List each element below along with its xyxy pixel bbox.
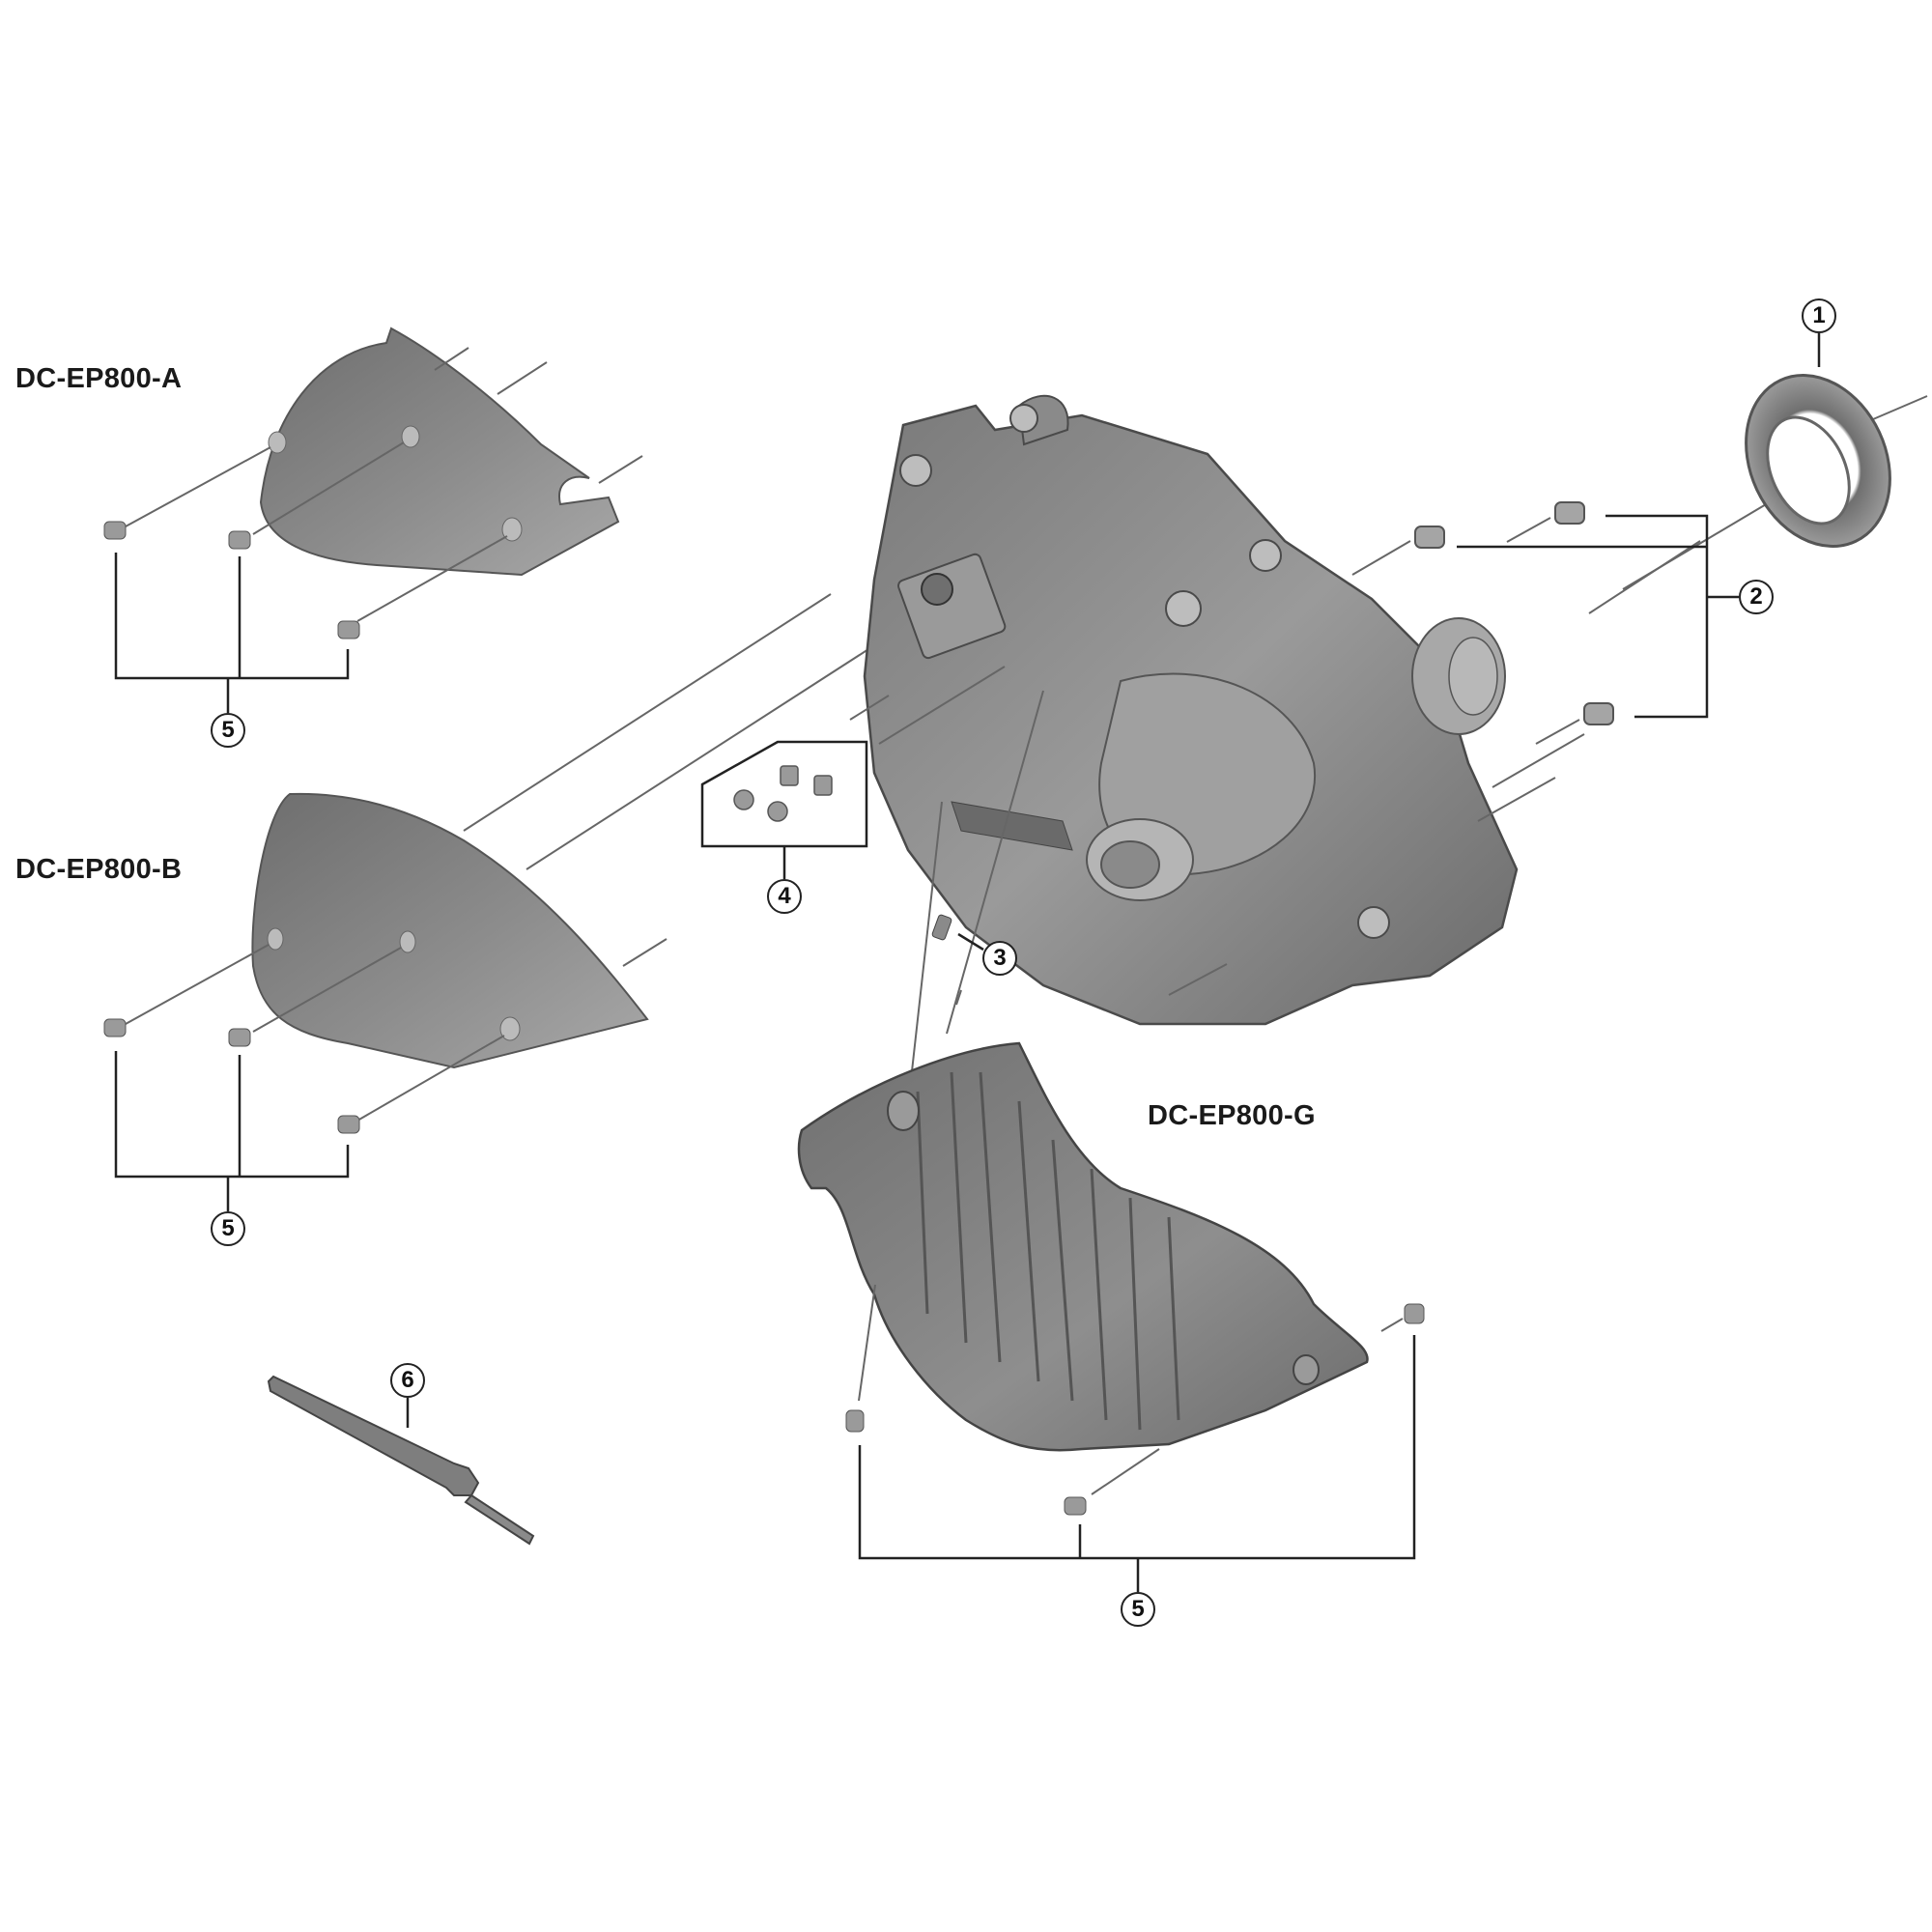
screw-icon — [767, 801, 788, 822]
bolt-icon — [1583, 702, 1614, 725]
screw-icon — [337, 620, 360, 639]
callout-2: 2 — [1739, 580, 1774, 614]
nut-icon — [813, 775, 833, 796]
callout-5-cover-a: 5 — [211, 713, 245, 748]
nut-icon — [780, 765, 799, 786]
screw-icon — [733, 789, 754, 810]
callout-3: 3 — [982, 941, 1017, 976]
callout-5-cover-b: 5 — [211, 1211, 245, 1246]
part-label-dc-ep800-a: DC-EP800-A — [15, 363, 183, 394]
cover-a — [103, 327, 643, 713]
mounting-bolts — [1414, 501, 1614, 725]
screw-icon — [931, 914, 952, 941]
skid-plate-g — [797, 1041, 1369, 1452]
callout-6: 6 — [390, 1363, 425, 1398]
screw-icon — [103, 521, 127, 540]
lock-ring — [1745, 333, 1891, 548]
screw-icon — [1064, 1496, 1087, 1516]
small-screw — [931, 914, 984, 952]
part-label-dc-ep800-b: DC-EP800-B — [15, 854, 183, 885]
screw-icon — [337, 1115, 360, 1134]
screw-icon — [1404, 1303, 1425, 1324]
screw-icon — [228, 1028, 251, 1047]
bolt-icon — [1414, 526, 1445, 549]
tool — [267, 1375, 535, 1546]
bolt-icon — [1554, 501, 1585, 525]
callout-4: 4 — [767, 879, 802, 914]
drive-unit-motor — [863, 394, 1519, 1026]
callout-1: 1 — [1802, 298, 1836, 333]
screw-and-nut-set — [700, 740, 868, 879]
screw-icon — [103, 1018, 127, 1037]
part-label-dc-ep800-g: DC-EP800-G — [1148, 1100, 1316, 1131]
cover-b — [103, 593, 880, 1211]
screw-icon — [228, 530, 251, 550]
screw-icon — [845, 1409, 865, 1433]
callout-5-skid-plate-g: 5 — [1121, 1592, 1155, 1627]
